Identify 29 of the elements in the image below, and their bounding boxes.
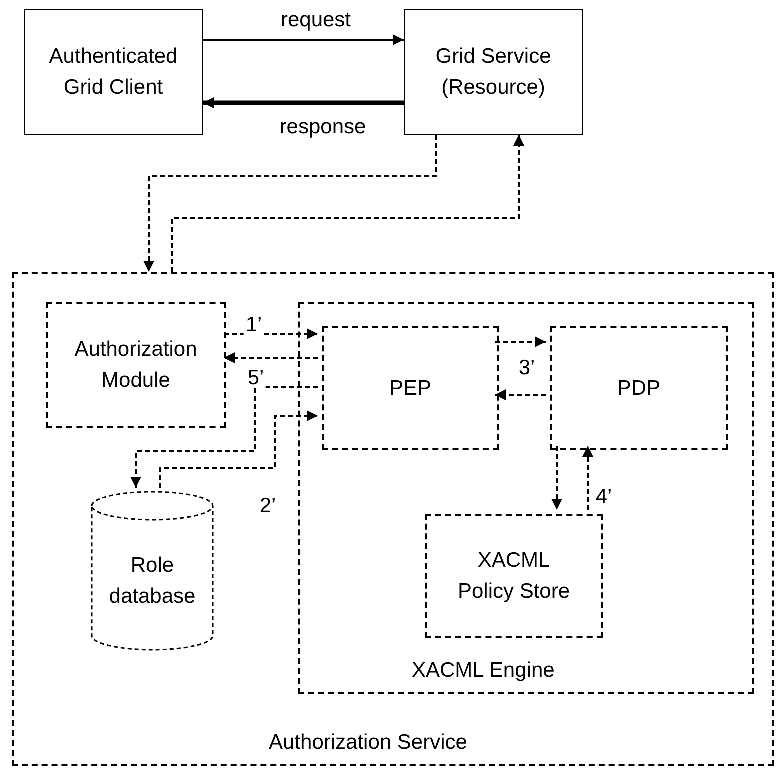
arrow xyxy=(159,410,318,488)
node-label: XACML Policy Store xyxy=(456,548,572,605)
arrow xyxy=(130,386,318,488)
arrow xyxy=(495,336,546,348)
process-box xyxy=(550,326,728,450)
container-label: XACML Engine xyxy=(412,658,555,684)
process-box xyxy=(322,326,499,450)
arrow xyxy=(582,446,594,510)
node-label: Role database xyxy=(108,553,197,610)
container-label: Authorization Service xyxy=(269,730,468,756)
arrow xyxy=(203,98,404,108)
node-label: PDP xyxy=(616,376,662,402)
process-box xyxy=(404,9,583,135)
edge-label: 5’ xyxy=(246,368,266,388)
node-label: Authorization Module xyxy=(74,337,198,394)
arrow xyxy=(224,352,318,364)
node-label: Authenticated Grid Client xyxy=(48,44,179,101)
process-box xyxy=(425,514,603,638)
database-cylinder xyxy=(90,490,215,652)
process-box xyxy=(46,302,226,428)
arrow xyxy=(552,446,562,510)
arrow xyxy=(203,34,404,46)
process-box xyxy=(24,9,203,135)
arrow xyxy=(171,135,524,272)
arrow xyxy=(144,135,437,272)
node-label: Grid Service (Resource) xyxy=(434,44,552,101)
arrow xyxy=(224,328,318,340)
node-label: PEP xyxy=(388,376,433,402)
arrow xyxy=(495,390,546,400)
